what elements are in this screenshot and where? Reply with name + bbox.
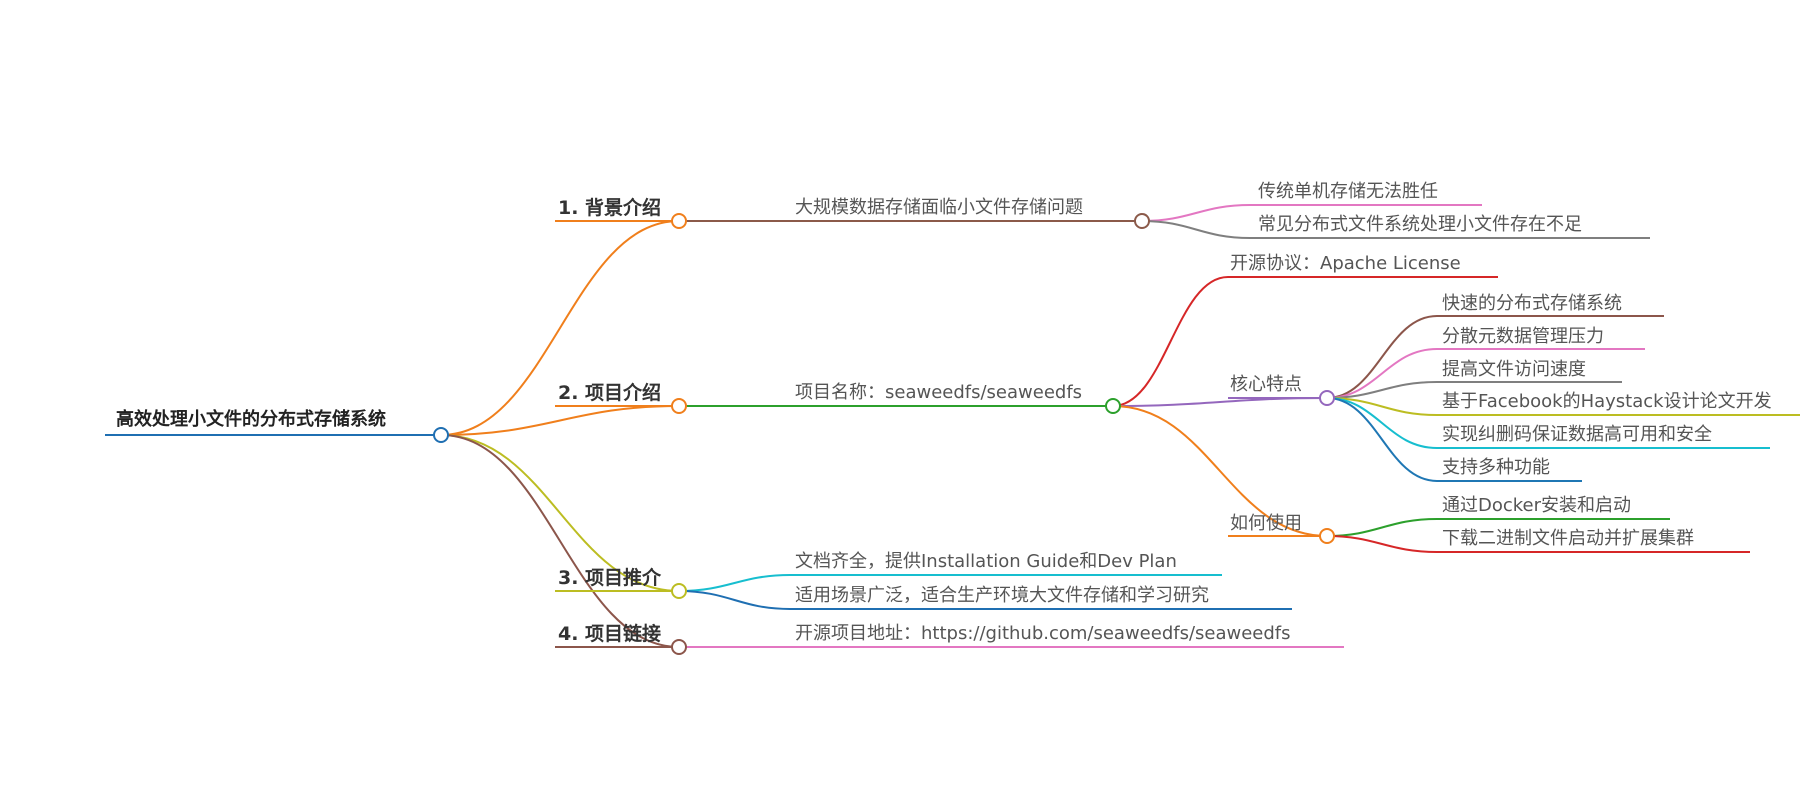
node-circle[interactable] [1319,390,1335,406]
node-circle[interactable] [1319,528,1335,544]
leaf-single-machine-label[interactable]: 传统单机存储无法胜任 [1258,181,1438,202]
branch-node-circle[interactable] [671,583,687,599]
edge-l2-to-l3 [1112,276,1229,407]
branch-project-intro-label[interactable]: 2. 项目介绍 [558,382,662,404]
branch-node-circle[interactable] [671,639,687,655]
leaf-fast-dfs-label[interactable]: 快速的分布式存储系统 [1442,293,1622,314]
branch-project-link-label[interactable]: 4. 项目链接 [558,623,662,645]
edge-l1-to-l2 [678,574,791,592]
node-license-label[interactable]: 开源协议：Apache License [1230,253,1461,274]
edge-root-to-branch [440,434,680,648]
edge-l3-to-l4 [1326,348,1438,399]
leaf-metadata-label[interactable]: 分散元数据管理压力 [1442,326,1604,347]
edge-l2-to-l3 [1112,397,1328,407]
branch-recommendation-label[interactable]: 3. 项目推介 [558,567,662,589]
edge-l3-to-l4 [1326,315,1438,399]
edge-l3-to-l4 [1326,381,1438,399]
leaf-haystack-label[interactable]: 基于Facebook的Haystack设计论文开发 [1442,391,1772,412]
node-how-to-use-label[interactable]: 如何使用 [1230,513,1302,534]
edge-l2-to-l3 [1141,220,1251,239]
leaf-binary-label[interactable]: 下载二进制文件启动并扩展集群 [1442,528,1694,549]
edge-l3-to-l4 [1326,397,1438,482]
node-circle[interactable] [1105,398,1121,414]
edge-root-to-branch [440,434,680,592]
edge-l3-to-l4 [1326,535,1438,553]
edge-l2-to-l3 [1141,204,1251,222]
node-repo-url-label[interactable]: 开源项目地址：https://github.com/seaweedfs/seaw… [795,623,1291,644]
edge-root-to-branch [440,405,680,436]
edge-l1-to-l2 [678,590,791,610]
root-node-label[interactable]: 高效处理小文件的分布式存储系统 [116,409,386,430]
leaf-erasure-coding-label[interactable]: 实现纠删码保证数据高可用和安全 [1442,424,1712,445]
leaf-multi-features-label[interactable]: 支持多种功能 [1442,457,1550,478]
node-core-features-label[interactable]: 核心特点 [1230,374,1302,395]
edge-l2-to-l3 [1112,405,1328,537]
branch-node-circle[interactable] [671,213,687,229]
node-docs-label[interactable]: 文档齐全，提供Installation Guide和Dev Plan [795,551,1177,572]
leaf-dfs-shortcomings-label[interactable]: 常见分布式文件系统处理小文件存在不足 [1258,214,1582,235]
node-use-cases-label[interactable]: 适用场景广泛，适合生产环境大文件存储和学习研究 [795,585,1209,606]
leaf-docker-label[interactable]: 通过Docker安装和启动 [1442,495,1632,516]
node-project-name-label[interactable]: 项目名称：seaweedfs/seaweedfs [795,382,1083,403]
leaf-access-speed-label[interactable]: 提高文件访问速度 [1442,359,1586,380]
branch-node-circle[interactable] [671,398,687,414]
node-circle[interactable] [1134,213,1150,229]
node-small-file-problem-label[interactable]: 大规模数据存储面临小文件存储问题 [795,197,1083,218]
root-node-circle[interactable] [433,427,449,443]
edge-l3-to-l4 [1326,518,1438,537]
edge-root-to-branch [440,220,680,436]
branch-background-label[interactable]: 1. 背景介绍 [558,197,662,219]
